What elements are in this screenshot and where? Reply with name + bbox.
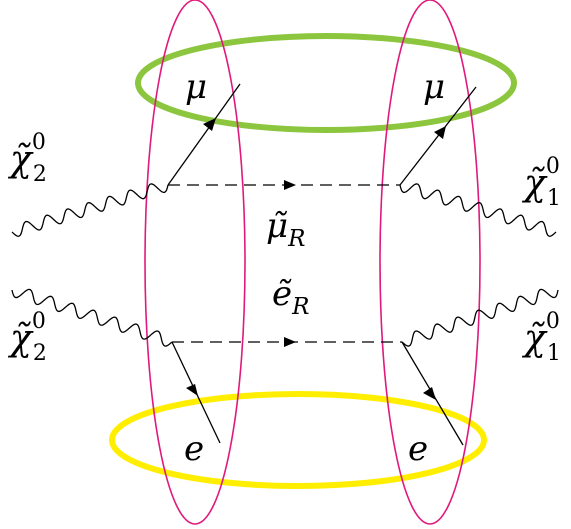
mu-label-top-left: μ (185, 67, 207, 107)
smuon-label: μ̃R (266, 206, 305, 252)
chi1-top-sup: 0 (546, 154, 560, 179)
muon-left-arrow (203, 118, 216, 131)
chi2-label-top: χ̃0 2 (7, 130, 47, 187)
smuon-sub: R (287, 226, 305, 252)
muon-right-arrow (434, 126, 446, 139)
selectron-base: ẽ (272, 274, 292, 314)
chi1-top-base: χ̃ (521, 163, 548, 204)
chi2-top-sup: 0 (32, 130, 46, 155)
chi2-bottom-sup: 0 (32, 309, 46, 334)
chi1-label-bottom: χ̃0 1 (521, 309, 561, 366)
chi1-bottom-sub: 1 (547, 341, 561, 366)
chi2-top-base: χ̃ (7, 139, 34, 180)
chi2-bottom-base: χ̃ (7, 318, 34, 359)
selectron-arrow (284, 337, 296, 347)
mu-label-top-right: μ (423, 67, 445, 107)
chi2-bottom-sub: 2 (33, 341, 47, 366)
smuon-arrow (284, 180, 296, 190)
left-vertical-ring (144, 0, 246, 525)
selectron-label: ẽR (272, 274, 309, 320)
chi2-label-bottom: χ̃0 2 (7, 309, 47, 366)
chi1-bottom-base: χ̃ (521, 318, 548, 359)
chi1-top-sub: 1 (547, 186, 561, 211)
chi1-bottom-wavy-line (401, 288, 559, 347)
electron-left-arrow (186, 384, 198, 396)
chi2-top-sub: 2 (33, 162, 47, 187)
muon-line-left (167, 83, 241, 186)
e-label-bottom-right: e (408, 429, 428, 469)
chi1-bottom-sup: 0 (546, 309, 560, 334)
e-label-bottom-left: e (184, 429, 204, 469)
smuon-base: μ̃ (266, 206, 288, 246)
muon-line-right (399, 86, 477, 186)
electron-ring (109, 391, 487, 489)
chi2-top-wavy-line (11, 183, 169, 237)
chi1-top-wavy-line (399, 183, 557, 237)
selectron-sub: R (291, 294, 309, 320)
electron-right-arrow (423, 387, 436, 400)
chi1-label-top: χ̃0 1 (521, 154, 561, 211)
muon-ring (135, 33, 517, 133)
right-vertical-ring (379, 0, 481, 525)
chi2-bottom-wavy-line (11, 288, 173, 347)
